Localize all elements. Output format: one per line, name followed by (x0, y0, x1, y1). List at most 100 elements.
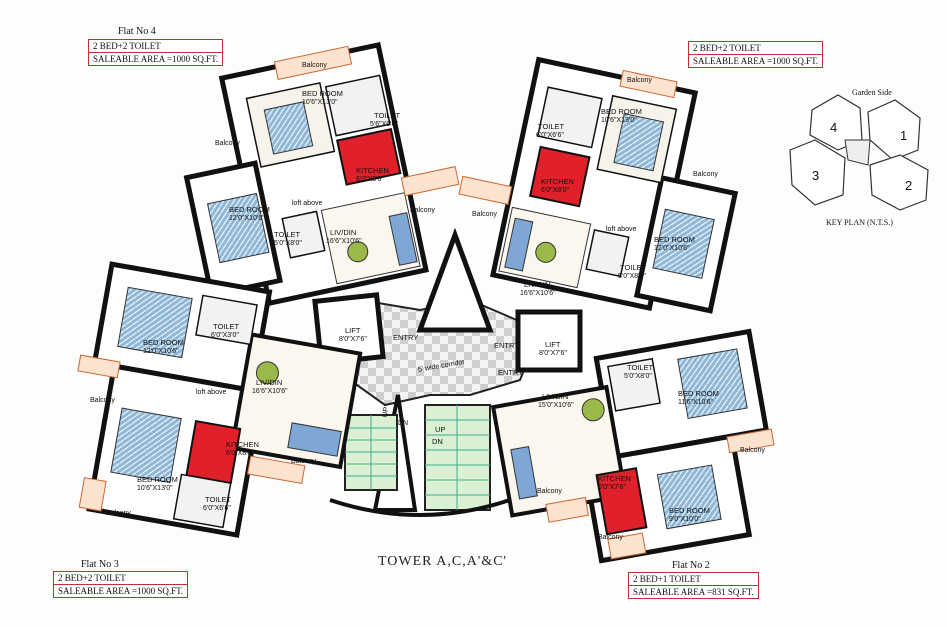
label-bedroom: BED ROOM (143, 338, 184, 347)
label-bedroom: BED ROOM (678, 389, 719, 398)
label-toilet-dim: 5'0"X8'0" (624, 373, 652, 380)
room-labels: Balcony BED ROOM 10'6"X13'0" TOILET 5'6"… (90, 62, 765, 541)
label-livdin-dim: 16'6"X10'6" (326, 238, 362, 245)
label-bedroom-dim: 12'0"X10'6" (654, 245, 690, 252)
flat-1-config: 2 BED+2 TOILET (689, 42, 823, 55)
label-toilet-dim: 6'0"X6'6" (536, 132, 564, 139)
flat-2-area: SALEABLE AREA =831 SQ.FT. (633, 587, 754, 597)
key-plan-number: 3 (812, 168, 819, 183)
flat-1-plan (458, 56, 739, 314)
flat-2-config: 2 BED+1 TOILET (629, 573, 758, 586)
label-bedroom: BED ROOM (669, 506, 710, 515)
label-loft: loft above (196, 389, 226, 396)
label-bedroom-dim: 10'6"X13'0" (601, 117, 637, 124)
key-plan-caption: KEY PLAN (N.T.S.) (826, 218, 893, 227)
key-plan-heading: Garden Side (852, 88, 892, 97)
label-balcony: Balcony (693, 171, 718, 178)
label-loft: loft above (606, 226, 636, 233)
label-balcony: Balcony (90, 397, 115, 404)
label-lift: LIFT (545, 340, 561, 349)
flat-3-plan (77, 261, 363, 538)
label-entry: ENTRY (494, 341, 519, 350)
label-bedroom: BED ROOM (137, 475, 178, 484)
label-bedroom-dim: 12'0"X10'6" (143, 348, 179, 355)
label-kitchen-dim: 6'0"X8'0" (226, 450, 254, 457)
label-bedroom-dim: 12'0"X10'6" (229, 215, 265, 222)
label-balcony: Balcony (598, 534, 623, 541)
flat-4-plan (183, 41, 460, 307)
flat-3-info: 2 BED+2 TOILET SALEABLE AREA =1000 SQ.FT… (53, 571, 189, 598)
label-bedroom-dim: 10'6"X13'0" (302, 99, 338, 106)
label-bedroom-dim: 9'0"X10'0" (669, 516, 701, 523)
label-lift: LIFT (345, 326, 361, 335)
label-balcony: Balcony (740, 447, 765, 454)
label-kitchen-dim: 6'0"X7'6" (598, 484, 626, 491)
label-loft: loft above (292, 200, 322, 207)
label-bedroom: BED ROOM (229, 205, 270, 214)
label-stair-down: DN (432, 437, 443, 446)
label-balcony: Balcony (627, 77, 652, 84)
label-lift-dim: 8'0"X7'6" (339, 336, 367, 343)
flat-2-number: Flat No 2 (672, 560, 710, 571)
label-balcony: Balcony (215, 140, 240, 147)
flat-3-config: 2 BED+2 TOILET (54, 572, 188, 585)
label-balcony: Balcony (472, 211, 497, 218)
label-livdin: LIV/DIN (542, 392, 568, 401)
flat-2-info: 2 BED+1 TOILET SALEABLE AREA =831 SQ.FT. (628, 572, 759, 599)
label-livdin: LIV/DIN (256, 378, 282, 387)
label-toilet: TOILET (205, 495, 232, 504)
label-balcony: Balcony (106, 510, 131, 517)
flat-4-config: 2 BED+2 TOILET (89, 40, 223, 53)
label-livdin: LIV/DIN (330, 228, 356, 237)
flat-2-plan (490, 328, 775, 564)
label-balcony: Balcony (291, 458, 316, 465)
label-kitchen: KITCHEN (541, 177, 574, 186)
flat-4-number: Flat No 4 (118, 26, 156, 37)
label-livdin: LIV/DIN (524, 280, 550, 289)
label-toilet: TOILET (213, 322, 240, 331)
flat-4-area: SALEABLE AREA =1000 SQ.FT. (93, 54, 219, 64)
label-toilet-dim: 6'0"X3'0" (211, 332, 239, 339)
key-plan: Garden Side 4 1 3 2 KEY PLAN (N.T.S.) (789, 88, 929, 227)
label-bedroom: BED ROOM (302, 89, 343, 98)
label-toilet: TOILET (627, 363, 654, 372)
label-toilet-dim: 6'0"X6'6" (203, 505, 231, 512)
label-livdin-dim: 15'0"X10'6" (538, 402, 574, 409)
label-toilet-dim: 5'6"X6'6" (370, 121, 398, 128)
label-balcony: Balcony (302, 62, 327, 69)
key-plan-number: 1 (900, 128, 907, 143)
label-kitchen-dim: 6'0"X8'0" (541, 187, 569, 194)
label-toilet: TOILET (274, 230, 301, 239)
label-kitchen: KITCHEN (356, 166, 389, 175)
label-bedroom-dim: 11'6"X10'6" (678, 399, 714, 406)
label-kitchen: KITCHEN (598, 474, 631, 483)
flat-3-area: SALEABLE AREA =1000 SQ.FT. (58, 586, 184, 596)
label-toilet-dim: 5'0"X8'0" (618, 273, 646, 280)
central-core (312, 227, 583, 517)
label-entry: ENTRY (393, 333, 418, 342)
label-livdin-dim: 16'6"X10'6" (252, 388, 288, 395)
label-stair-down: DN (398, 420, 408, 427)
label-stair-up: UP (380, 406, 391, 418)
label-balcony: Balcony (410, 207, 435, 214)
label-toilet-dim: 5'0"X8'0" (274, 240, 302, 247)
tower-title: TOWER A,C,A'&C' (378, 554, 508, 569)
label-kitchen-dim: 6'0"X8'0" (356, 176, 384, 183)
label-stair-up: UP (435, 425, 445, 434)
flat-1-info: 2 BED+2 TOILET SALEABLE AREA =1000 SQ.FT… (688, 41, 824, 68)
label-toilet: TOILET (374, 111, 401, 120)
label-bedroom-dim: 10'6"X13'0" (137, 485, 173, 492)
flat-1-area: SALEABLE AREA =1000 SQ.FT. (693, 56, 819, 66)
label-bedroom: BED ROOM (654, 235, 695, 244)
label-lift-dim: 8'0"X7'6" (539, 350, 567, 357)
label-livdin-dim: 16'6"X10'6" (520, 290, 556, 297)
label-toilet: TOILET (620, 263, 647, 272)
key-plan-number: 4 (830, 120, 837, 135)
flat-4-info: 2 BED+2 TOILET SALEABLE AREA =1000 SQ.FT… (88, 39, 224, 66)
label-entry: ENTRY (498, 368, 523, 377)
label-bedroom: BED ROOM (601, 107, 642, 116)
label-toilet: TOILET (538, 122, 565, 131)
label-balcony: Balcony (537, 488, 562, 495)
